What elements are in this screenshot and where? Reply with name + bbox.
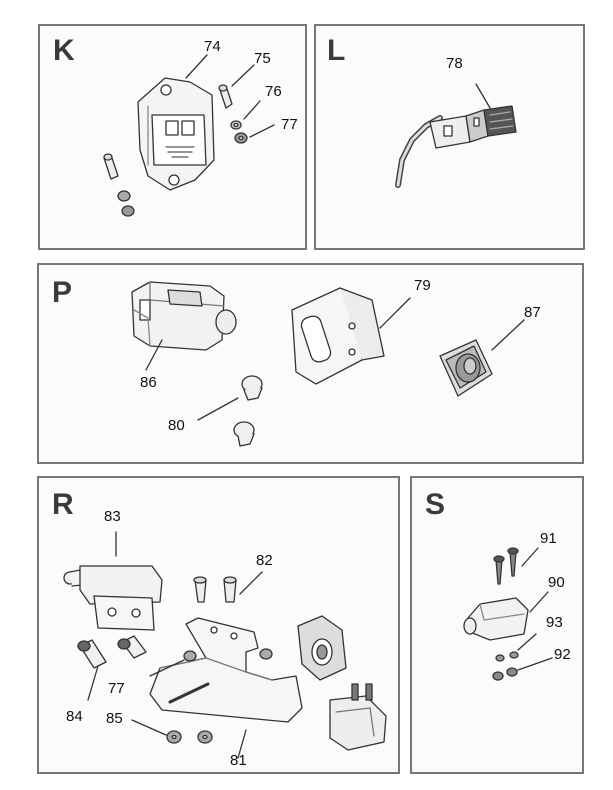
washer-part-76 [230, 120, 242, 130]
callout-87: 87 [524, 304, 541, 321]
mounting-bracket-part-81 [149, 617, 303, 759]
panel-letter-r: R [52, 488, 74, 521]
panel-letter-k: K [53, 34, 75, 67]
callout-75: 75 [254, 50, 271, 67]
callout-80: 80 [168, 417, 185, 434]
bolt-part-80 [197, 375, 263, 447]
nuts-part-85 [131, 719, 213, 744]
screws-part-82 [193, 571, 263, 603]
screws-part-91 [493, 547, 539, 585]
nuts-part-92 [492, 657, 553, 681]
callout-78: 78 [446, 55, 463, 72]
screw-part-75 [218, 84, 233, 109]
switch-housing [329, 683, 387, 751]
bolts-part-84 [77, 635, 147, 701]
callout-77-r: 77 [108, 680, 125, 697]
callout-82: 82 [256, 552, 273, 569]
switch-part-90 [463, 591, 549, 641]
panel-letter-l: L [327, 34, 346, 67]
bracket-part-79 [291, 287, 411, 385]
callout-76: 76 [265, 83, 282, 100]
callout-81: 81 [230, 752, 247, 769]
callout-93: 93 [546, 614, 563, 631]
wiring-harness-part-78 [395, 83, 517, 188]
panel-letter-s: S [425, 488, 446, 521]
callout-92: 92 [554, 646, 571, 663]
solenoid-part-86 [131, 281, 237, 371]
screw-k-lower [103, 153, 135, 217]
switch-part-87 [439, 319, 525, 397]
washers-part-93 [495, 633, 537, 662]
callout-91: 91 [540, 530, 557, 547]
leader-lines-k [185, 54, 275, 138]
latch-part-83 [63, 531, 163, 631]
callout-77-k: 77 [281, 116, 298, 133]
callout-83: 83 [104, 508, 121, 525]
key-switch-cover [297, 615, 347, 681]
callout-85: 85 [106, 710, 123, 727]
callout-84: 84 [66, 708, 83, 725]
receptacle-part-74 [137, 77, 215, 191]
callout-90: 90 [548, 574, 565, 591]
nut-part-77 [234, 132, 248, 144]
callout-74: 74 [204, 38, 221, 55]
callout-79: 79 [414, 277, 431, 294]
callout-86: 86 [140, 374, 157, 391]
panel-letter-p: P [52, 276, 73, 309]
